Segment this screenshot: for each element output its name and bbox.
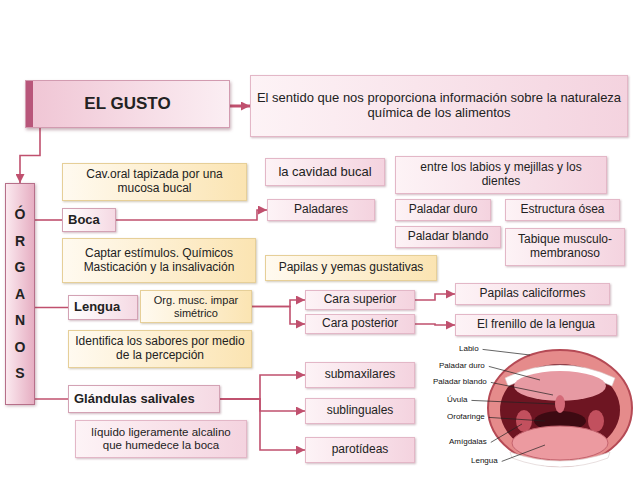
connector-arrow (116, 210, 267, 220)
connector-arrow (220, 399, 305, 411)
node-text: El sentido que nos proporciona informaci… (256, 91, 622, 121)
concept-box: Papilas caliciformes (455, 283, 610, 305)
concept-box: El sentido que nos proporciona informaci… (250, 75, 628, 137)
leader-line (502, 445, 545, 461)
leader-line (491, 424, 522, 442)
description-box: Org. musc. impar simétrico (140, 290, 252, 323)
concept-box: El frenillo de la lengua (455, 314, 617, 336)
node-text: Cara superior (324, 293, 397, 307)
concept-box: Cara posterior (305, 314, 415, 334)
node-text: Papilas y yemas gustativas (279, 261, 424, 275)
leader-line (489, 417, 545, 421)
leader-line (471, 400, 555, 404)
part-label: Úvula (446, 396, 468, 405)
description-box: Cav.oral tapizada por una mucosa bucal (62, 163, 247, 201)
leader-line (483, 349, 530, 355)
node-text: Org. musc. impar simétrico (146, 294, 246, 319)
leader-line (489, 366, 540, 380)
node-text: Cav.oral tapizada por una mucosa bucal (68, 168, 241, 196)
concept-box: Estructura ósea (505, 199, 620, 221)
node-text: líquido ligeramente alcalino que humedec… (81, 426, 241, 452)
leader-line (491, 382, 553, 395)
uvula (555, 395, 565, 413)
description-box: Identifica los sabores por medio de la p… (68, 330, 252, 368)
tonsil (588, 410, 604, 432)
concept-box: Paladares (267, 199, 375, 221)
category-bar: ÓRGANOS (5, 183, 35, 405)
tongue (512, 426, 608, 460)
connector-arrow (415, 294, 455, 300)
concept-box: Paladar blando (395, 226, 501, 248)
node-text: Captar estímulos. Químicos Masticación y… (68, 247, 250, 275)
connector-arrow (252, 300, 305, 307)
node-text: EL GUSTO (84, 94, 170, 114)
connector-arrow (35, 307, 68, 309)
part-label: Paladar blando (432, 378, 488, 387)
description-box: Captar estímulos. Químicos Masticación y… (62, 238, 256, 283)
node-text: Estructura ósea (520, 203, 604, 217)
concept-box: Paladar duro (395, 199, 491, 221)
organ-box: Glándulas salivales (68, 385, 220, 413)
concept-box: submaxilares (305, 362, 415, 388)
node-text: ÓRGANOS (13, 201, 27, 387)
connector-arrow (230, 105, 250, 108)
concept-box: sublinguales (305, 398, 415, 424)
part-label: Lengua (470, 457, 499, 466)
connector-arrow (35, 219, 62, 221)
part-label: Paladar duro (438, 362, 486, 371)
node-text: Glándulas salivales (74, 392, 195, 407)
part-label: Amígdalas (448, 438, 488, 447)
tonsil (516, 410, 532, 432)
node-text: Tabique musculo-membranoso (511, 233, 619, 261)
description-box: Papilas y yemas gustativas (265, 255, 437, 281)
node-text: El frenillo de la lengua (477, 318, 595, 332)
node-text: Paladar blando (408, 230, 489, 244)
organ-box: Lengua (68, 295, 138, 320)
organ-box: Boca (62, 208, 116, 232)
node-text: submaxilares (325, 368, 396, 382)
connector-arrow (220, 375, 305, 399)
part-label: Labio (458, 345, 480, 354)
concept-box: líquido ligeramente alcalino que humedec… (75, 420, 247, 458)
connector-arrow (35, 398, 68, 400)
title-box: EL GUSTO (25, 80, 230, 128)
concept-box: entre los labios y mejillas y los diente… (395, 156, 607, 194)
part-label: Orofaringe (446, 413, 486, 422)
connector-arrow (415, 324, 455, 325)
concept-box: Tabique musculo-membranoso (505, 228, 625, 266)
node-text: Identifica los sabores por medio de la p… (74, 335, 246, 363)
node-text: entre los labios y mejillas y los diente… (401, 161, 601, 189)
lips (488, 350, 632, 466)
node-text: Cara posterior (322, 317, 398, 331)
node-text: Boca (68, 213, 100, 228)
lower-teeth (510, 452, 610, 467)
concept-box: Cara superior (305, 290, 415, 310)
node-text: Papilas caliciformes (479, 287, 585, 301)
connector-arrow (252, 307, 305, 325)
node-text: la cavidad bucal (278, 165, 371, 180)
node-text: Paladares (294, 203, 348, 217)
node-text: parotídeas (332, 443, 389, 457)
connector-arrow (20, 128, 40, 183)
concept-box: parotídeas (305, 437, 415, 463)
node-text: sublinguales (327, 404, 394, 418)
node-text: Lengua (74, 300, 120, 315)
node-text: Paladar duro (409, 203, 478, 217)
concept-box: la cavidad bucal (265, 158, 385, 186)
